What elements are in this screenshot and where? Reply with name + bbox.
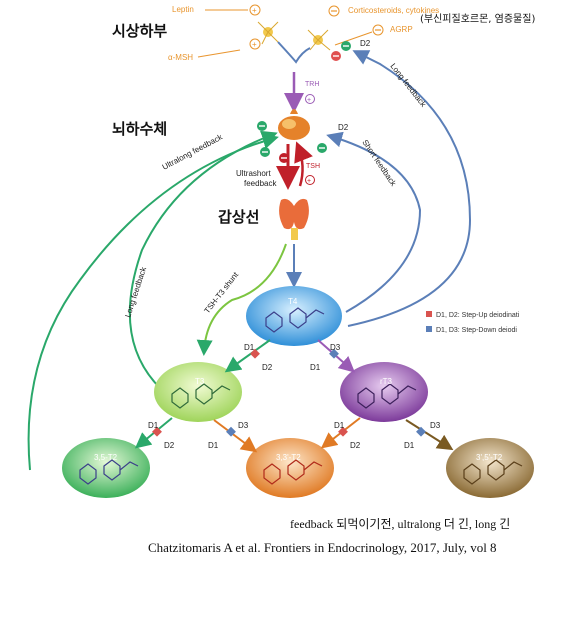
legend-stepup-text: D1, D2: Step-Up deiodinati [436,312,520,319]
leptin-plus-sign: + [252,6,257,15]
legend-stepdown-text: D1, D3: Step-Down deiodi [436,327,517,334]
t3-t2b-stepdown-marker [226,426,236,437]
t2c-label: 3',5'-T2 [476,453,503,462]
t2b-label: 3,3'-T2 [276,453,301,462]
ultrashort-feedback-arrow [294,141,313,187]
rt3-t2c-d1: D1 [404,441,415,450]
caption-line-1: feedback 되먹이기전, ultralong 더 긴, long 긴 [290,517,510,531]
t3-t2a-d2: D2 [164,441,175,450]
hypothalamus-label: 시상하부 [112,22,167,40]
ultralong-feedback-path [27,133,279,471]
thyroid-gland [279,198,309,240]
rt3-t2b-d2: D2 [350,441,361,450]
leptin-label: Leptin [172,5,194,14]
pituitary-gland [278,109,310,140]
t2a-label: 3,5-T2 [94,453,118,462]
t3-t2a-d1: D1 [148,421,159,430]
long-feedback-top-label: Long feedback [388,62,428,110]
caption-line-2: Chatzitomaris A et al. Frontiers in Endo… [148,540,497,555]
neuron-axon [277,41,311,64]
long-feedback-left-path [128,130,278,391]
corticosteroids-label: Corticosteroids, cytokines [348,6,439,15]
t4-t3-stepup-marker [250,348,260,359]
agrp-minus-icon [372,24,384,36]
thyroid-label: 갑상선 [218,208,259,226]
t4-label: T4 [288,297,298,306]
amsh-plus-sign: + [252,40,257,49]
tsh-label: TSH [306,163,320,170]
t3-t2a-stepup-marker [152,426,162,437]
t4-rt3-stepdown-marker [329,348,339,359]
t4-t3-d1: D1 [244,343,255,352]
trh-label: TRH [305,81,319,88]
t3-t2b-d3: D3 [238,421,249,430]
t2a-node: 3,5-T2 [62,438,150,498]
tsh-plus-sign: + [307,178,311,185]
leptin-plus-icon [249,4,261,16]
ultrashort-feedback-label: feedback [244,179,277,188]
rt3-to-t2c-arrow [405,419,454,451]
corticosteroids-minus-icon [328,5,340,17]
agrp-label: AGRP [390,25,413,34]
rt3-t2b-stepup-marker [338,426,348,437]
amsh-label: α-MSH [168,53,193,62]
hypothalamus-neuron-right [307,29,331,51]
short-feedback-path [326,131,422,313]
hypothalamus-note: (부신피질호르몬, 염증물질) [420,13,535,25]
t2c-node: 3',5'-T2 [446,438,534,498]
tsh-plus-icon [305,175,315,185]
ultrashort-label: Ultrashort [236,169,271,178]
rt3-t2c-d3: D3 [430,421,441,430]
pituitary-d2-label: D2 [338,123,349,132]
rt3-label: rT3 [380,377,393,386]
legend-stepup-swatch [426,311,432,317]
t4-node: T4 [246,286,342,346]
t4-t3-d2: D2 [262,363,273,372]
tsh-t3-shunt-path [196,243,287,356]
short-feedback-label: Short feedback [360,138,398,188]
t2b-node: 3,3'-T2 [246,438,334,498]
t3-t2b-d1: D1 [208,441,219,450]
pituitary-label: 뇌하수체 [112,120,167,138]
hypo-d2-label: D2 [360,39,371,48]
rt3-node: rT3 [340,362,428,422]
amsh-line [197,49,241,58]
t3-label: T3 [195,377,205,386]
rt3-t2c-stepdown-marker [416,426,426,437]
t4-to-t3-arrow [224,339,271,373]
hypothalamus-neuron-left [257,21,279,45]
t4-rt3-d3: D3 [330,343,341,352]
long-feedback-top-path [347,50,472,327]
t3-node: T3 [154,362,242,422]
legend-stepdown-swatch [426,326,432,332]
amsh-plus-icon [249,38,261,50]
trh-plus-icon [305,94,315,104]
trh-plus-sign: + [307,97,311,104]
t4-rt3-d1: D1 [310,363,321,372]
rt3-t2b-d1: D1 [334,421,345,430]
ultralong-feedback-label: Ultralong feedback [161,132,225,172]
agrp-line [334,31,373,46]
t3-to-t2b-arrow [213,419,258,453]
